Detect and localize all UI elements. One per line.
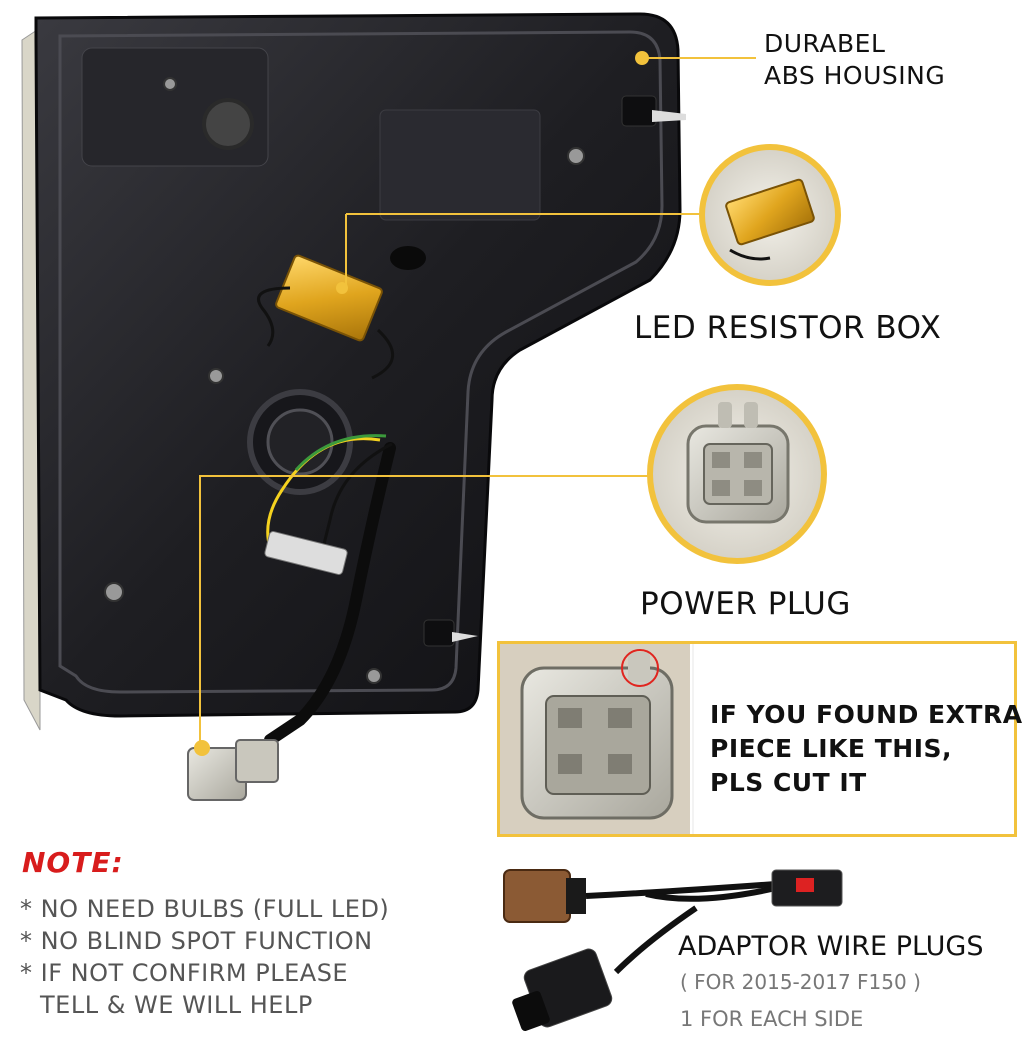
power-plug-label: POWER PLUG (640, 586, 851, 622)
note-item: * NO NEED BULBS (FULL LED) (20, 895, 390, 923)
extra-piece-line3: PLS CUT IT (710, 768, 867, 797)
note-item: * NO BLIND SPOT FUNCTION (20, 927, 373, 955)
adaptor-label: ADAPTOR WIRE PLUGS (678, 931, 984, 962)
extra-piece-text: IF YOU FOUND EXTRA PIECE LIKE THIS, PLS … (710, 698, 1023, 800)
power-plug-zoom-circle (647, 384, 827, 564)
resistor-label: LED RESISTOR BOX (634, 310, 942, 346)
extra-piece-photo (500, 644, 690, 834)
housing-label-line2: ABS HOUSING (764, 61, 946, 90)
housing-label: DURABEL ABS HOUSING (764, 28, 945, 92)
adaptor-wire-plugs-image (503, 869, 843, 1031)
extra-piece-callout (497, 641, 1017, 837)
housing-label-line1: DURABEL (764, 29, 886, 58)
extra-piece-line2: PIECE LIKE THIS, (710, 734, 952, 763)
note-item: * IF NOT CONFIRM PLEASE (20, 959, 349, 987)
bottom-connector (187, 739, 279, 801)
resistor-zoom-circle (699, 144, 841, 286)
resistor-on-housing (257, 254, 395, 380)
note-item: TELL & WE WILL HELP (40, 991, 313, 1019)
adaptor-model-label: ( FOR 2015-2017 F150 ) (680, 970, 921, 994)
note-list: * NO NEED BULBS (FULL LED) * NO BLIND SP… (20, 893, 389, 1021)
wire-harness (264, 442, 396, 746)
extra-piece-line1: IF YOU FOUND EXTRA (710, 700, 1023, 729)
note-title: NOTE: (22, 846, 124, 879)
adaptor-quantity-label: 1 FOR EACH SIDE (680, 1007, 864, 1031)
lens-edge (21, 27, 41, 731)
